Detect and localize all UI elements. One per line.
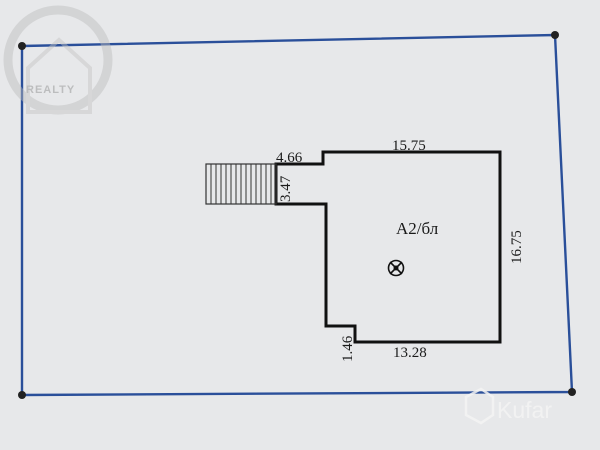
stairs [205,163,277,205]
dimension-bottom: 13.28 [393,345,427,361]
building-label: А2/бл [396,219,439,238]
dimension-notch-side: 3.47 [278,175,294,202]
dimension-top: 15.75 [392,138,426,154]
boundary-corner [551,31,559,39]
kufar-logo-icon [464,387,495,425]
watermark-realty-text: REALTY [26,84,75,96]
watermark-realty: REALTY [3,5,113,115]
watermark-kufar: Kufar [464,387,552,425]
building-outline [274,150,502,344]
survey-marker-icon [387,259,405,277]
dimension-right: 16.75 [509,230,525,264]
boundary-corner [568,388,576,396]
boundary-corner [18,391,26,399]
watermark-kufar-text: Kufar [497,397,552,423]
dimension-notch-top: 4.66 [276,150,303,166]
dimension-small-step: 1.46 [340,335,356,362]
boundary-corner [18,42,26,50]
